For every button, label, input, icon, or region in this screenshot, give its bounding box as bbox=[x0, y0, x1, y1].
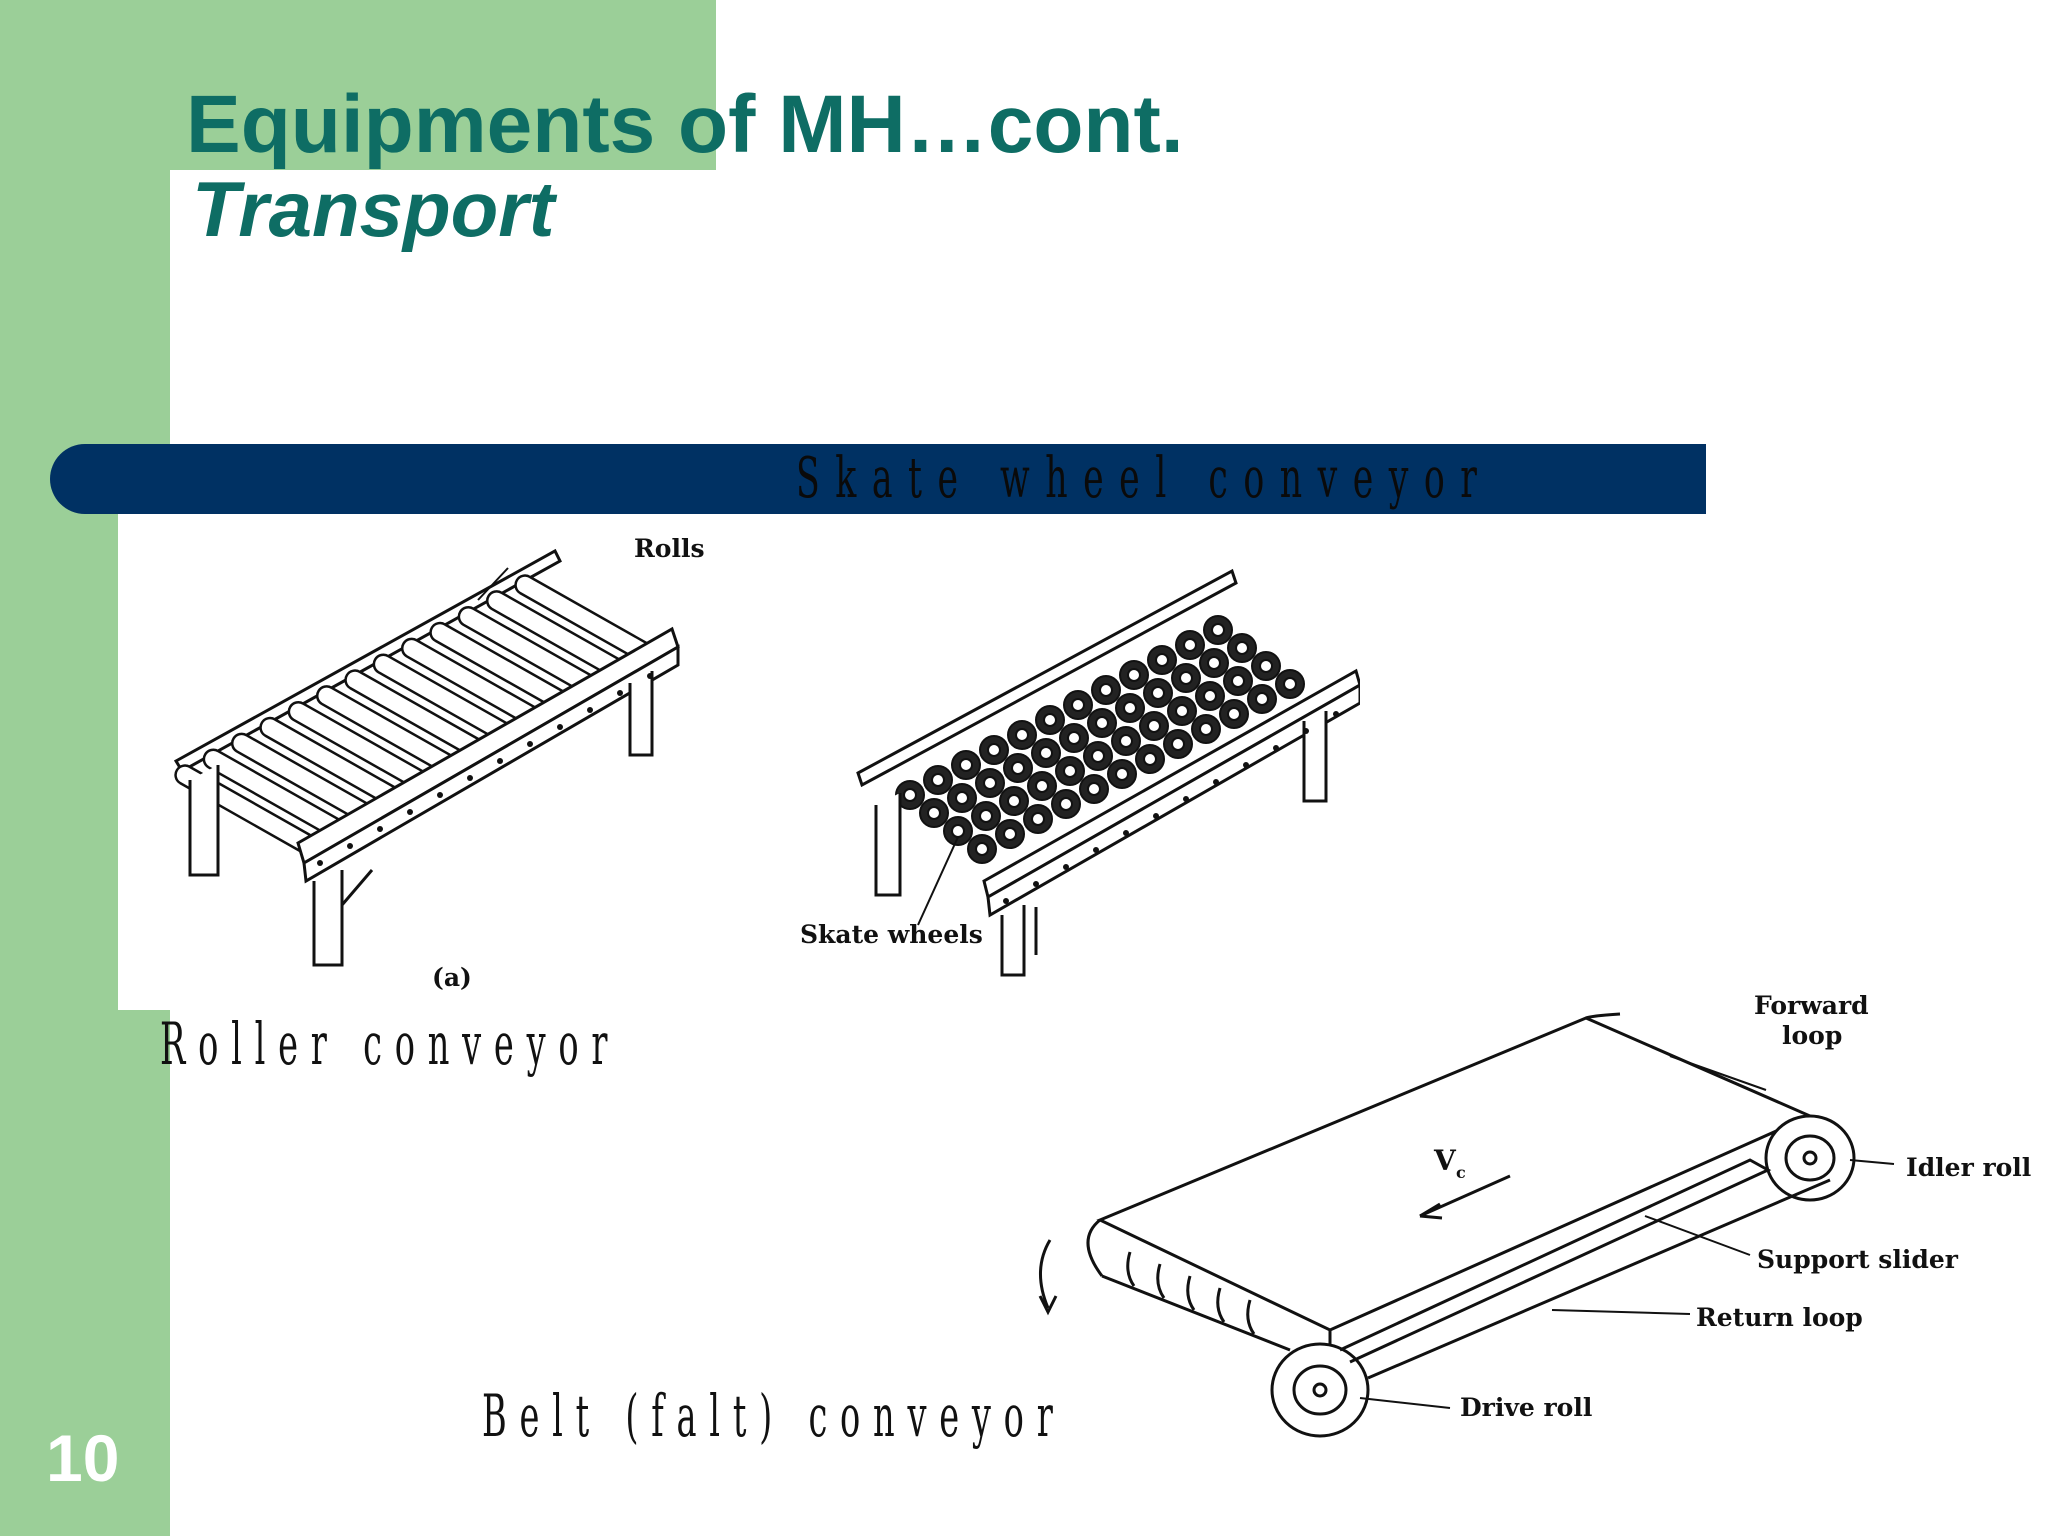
skate-wheel-hub bbox=[1115, 767, 1129, 781]
figure-backdrop bbox=[118, 514, 170, 1010]
skate-wheel-hub bbox=[1099, 683, 1113, 697]
rail-hole bbox=[557, 724, 563, 730]
skate-wheel-hub bbox=[1179, 671, 1193, 685]
content-panel bbox=[170, 170, 2048, 1536]
skate-wheel-hub bbox=[979, 809, 993, 823]
rail-hole bbox=[1153, 813, 1159, 819]
rail-hole bbox=[647, 673, 653, 679]
skate-wheel-hub bbox=[1003, 827, 1017, 841]
skate-wheel-hub bbox=[1091, 749, 1105, 763]
skate-wheel-hub bbox=[1211, 623, 1225, 637]
rail-hole bbox=[467, 775, 473, 781]
rail-hole bbox=[1093, 847, 1099, 853]
skate-wheel-hub bbox=[1035, 779, 1049, 793]
caption-band bbox=[50, 444, 1706, 514]
skate-wheel-hub bbox=[1199, 722, 1213, 736]
slide-number: 10 bbox=[46, 1421, 120, 1495]
rail-hole bbox=[617, 690, 623, 696]
rail-hole bbox=[1033, 881, 1039, 887]
forward-loop-label-line2: loop bbox=[1782, 1021, 1842, 1050]
drive-roll-label: Drive roll bbox=[1460, 1393, 1592, 1422]
skate-wheel-hub bbox=[1231, 674, 1245, 688]
rail-hole bbox=[1303, 728, 1309, 734]
velocity-subscript: c bbox=[1456, 1163, 1466, 1182]
skate-wheel-hub bbox=[1151, 686, 1165, 700]
forward-loop-label-line1: Forward bbox=[1754, 991, 1869, 1020]
skate-wheel-hub bbox=[955, 791, 969, 805]
skate-wheel-hub bbox=[903, 788, 917, 802]
panel-tag-label: (a) bbox=[432, 963, 472, 992]
rail-hole bbox=[407, 809, 413, 815]
slide-title: Equipments of MH…cont. bbox=[186, 79, 1184, 170]
skate-wheel-hub bbox=[1207, 656, 1221, 670]
rail-hole bbox=[1183, 796, 1189, 802]
skate-wheel-hub bbox=[975, 842, 989, 856]
skate-wheel-hub bbox=[1235, 641, 1249, 655]
skate-wheel-hub bbox=[1255, 692, 1269, 706]
skate-wheel-hub bbox=[1043, 713, 1057, 727]
skate-wheel-hub bbox=[1143, 752, 1157, 766]
rail-hole bbox=[1273, 745, 1279, 751]
rail-hole bbox=[437, 792, 443, 798]
roller-conveyor-figure: Rolls (a) bbox=[173, 534, 705, 992]
support-slider-label: Support slider bbox=[1757, 1245, 1959, 1274]
skate-wheel-hub bbox=[1127, 668, 1141, 682]
skate-wheel-hub bbox=[1155, 653, 1169, 667]
skate-wheels-label: Skate wheels bbox=[800, 920, 983, 949]
rail-hole bbox=[1003, 898, 1009, 904]
skate-wheel-hub bbox=[987, 743, 1001, 757]
skate-wheel-hub bbox=[1039, 746, 1053, 760]
skate-wheel-hub bbox=[931, 773, 945, 787]
slide-subtitle: Transport bbox=[192, 165, 555, 253]
skate-wheel-hub bbox=[1175, 704, 1189, 718]
skate-wheel-hub bbox=[1011, 761, 1025, 775]
rail-hole bbox=[527, 741, 533, 747]
skate-wheel-conveyor-figure: Skate wheels bbox=[800, 568, 1360, 977]
skate-wheel-hub bbox=[1259, 659, 1273, 673]
skate-wheels-pointer bbox=[917, 836, 959, 926]
rail-hole bbox=[1243, 762, 1249, 768]
skate-wheel-caption: Skate wheel conveyor bbox=[796, 446, 1493, 511]
rail-hole bbox=[347, 843, 353, 849]
skate-wheel-hub bbox=[1071, 698, 1085, 712]
rail-hole bbox=[317, 860, 323, 866]
roller-caption: Roller conveyor bbox=[160, 1010, 621, 1078]
rail-hole bbox=[497, 758, 503, 764]
rolls-pointer bbox=[477, 567, 509, 601]
skate-wheel-hub bbox=[1063, 764, 1077, 778]
rail-hole bbox=[1063, 864, 1069, 870]
skate-wheel-hub bbox=[1059, 797, 1073, 811]
skate-wheel-hub bbox=[1087, 782, 1101, 796]
idler-roll-label: Idler roll bbox=[1906, 1153, 2031, 1182]
skate-wheel-hub bbox=[1147, 719, 1161, 733]
skate-wheel-hub bbox=[1007, 794, 1021, 808]
rail-hole bbox=[1123, 830, 1129, 836]
skate-wheel-hub bbox=[927, 806, 941, 820]
belt-conveyor-figure: Forward loop V c Idler roll Support slid… bbox=[1038, 991, 2031, 1438]
belt-caption: Belt (falt) conveyor bbox=[482, 1382, 1066, 1450]
skate-wheel-hub bbox=[1227, 707, 1241, 721]
skate-wheel-hub bbox=[1015, 728, 1029, 742]
return-loop-label: Return loop bbox=[1696, 1303, 1863, 1332]
skate-wheel-hub bbox=[1067, 731, 1081, 745]
rail-hole bbox=[587, 707, 593, 713]
skate-wheel-hub bbox=[983, 776, 997, 790]
skate-wheel-hub bbox=[951, 824, 965, 838]
skate-wheel-hub bbox=[1283, 677, 1297, 691]
top-corner-decoration bbox=[0, 0, 716, 170]
skate-wheel-hub bbox=[1031, 812, 1045, 826]
rail-hole bbox=[1213, 779, 1219, 785]
skate-wheel-hub bbox=[1095, 716, 1109, 730]
rail-hole bbox=[377, 826, 383, 832]
skate-wheel-hub bbox=[1123, 701, 1137, 715]
rolls-label: Rolls bbox=[634, 534, 705, 563]
rail-hole bbox=[1333, 711, 1339, 717]
skate-wheel-hub bbox=[1203, 689, 1217, 703]
skate-wheel-hub bbox=[1183, 638, 1197, 652]
skate-wheel-hub bbox=[1171, 737, 1185, 751]
skate-wheel-hub bbox=[1119, 734, 1133, 748]
skate-wheel-hub bbox=[959, 758, 973, 772]
velocity-symbol: V bbox=[1433, 1144, 1457, 1177]
